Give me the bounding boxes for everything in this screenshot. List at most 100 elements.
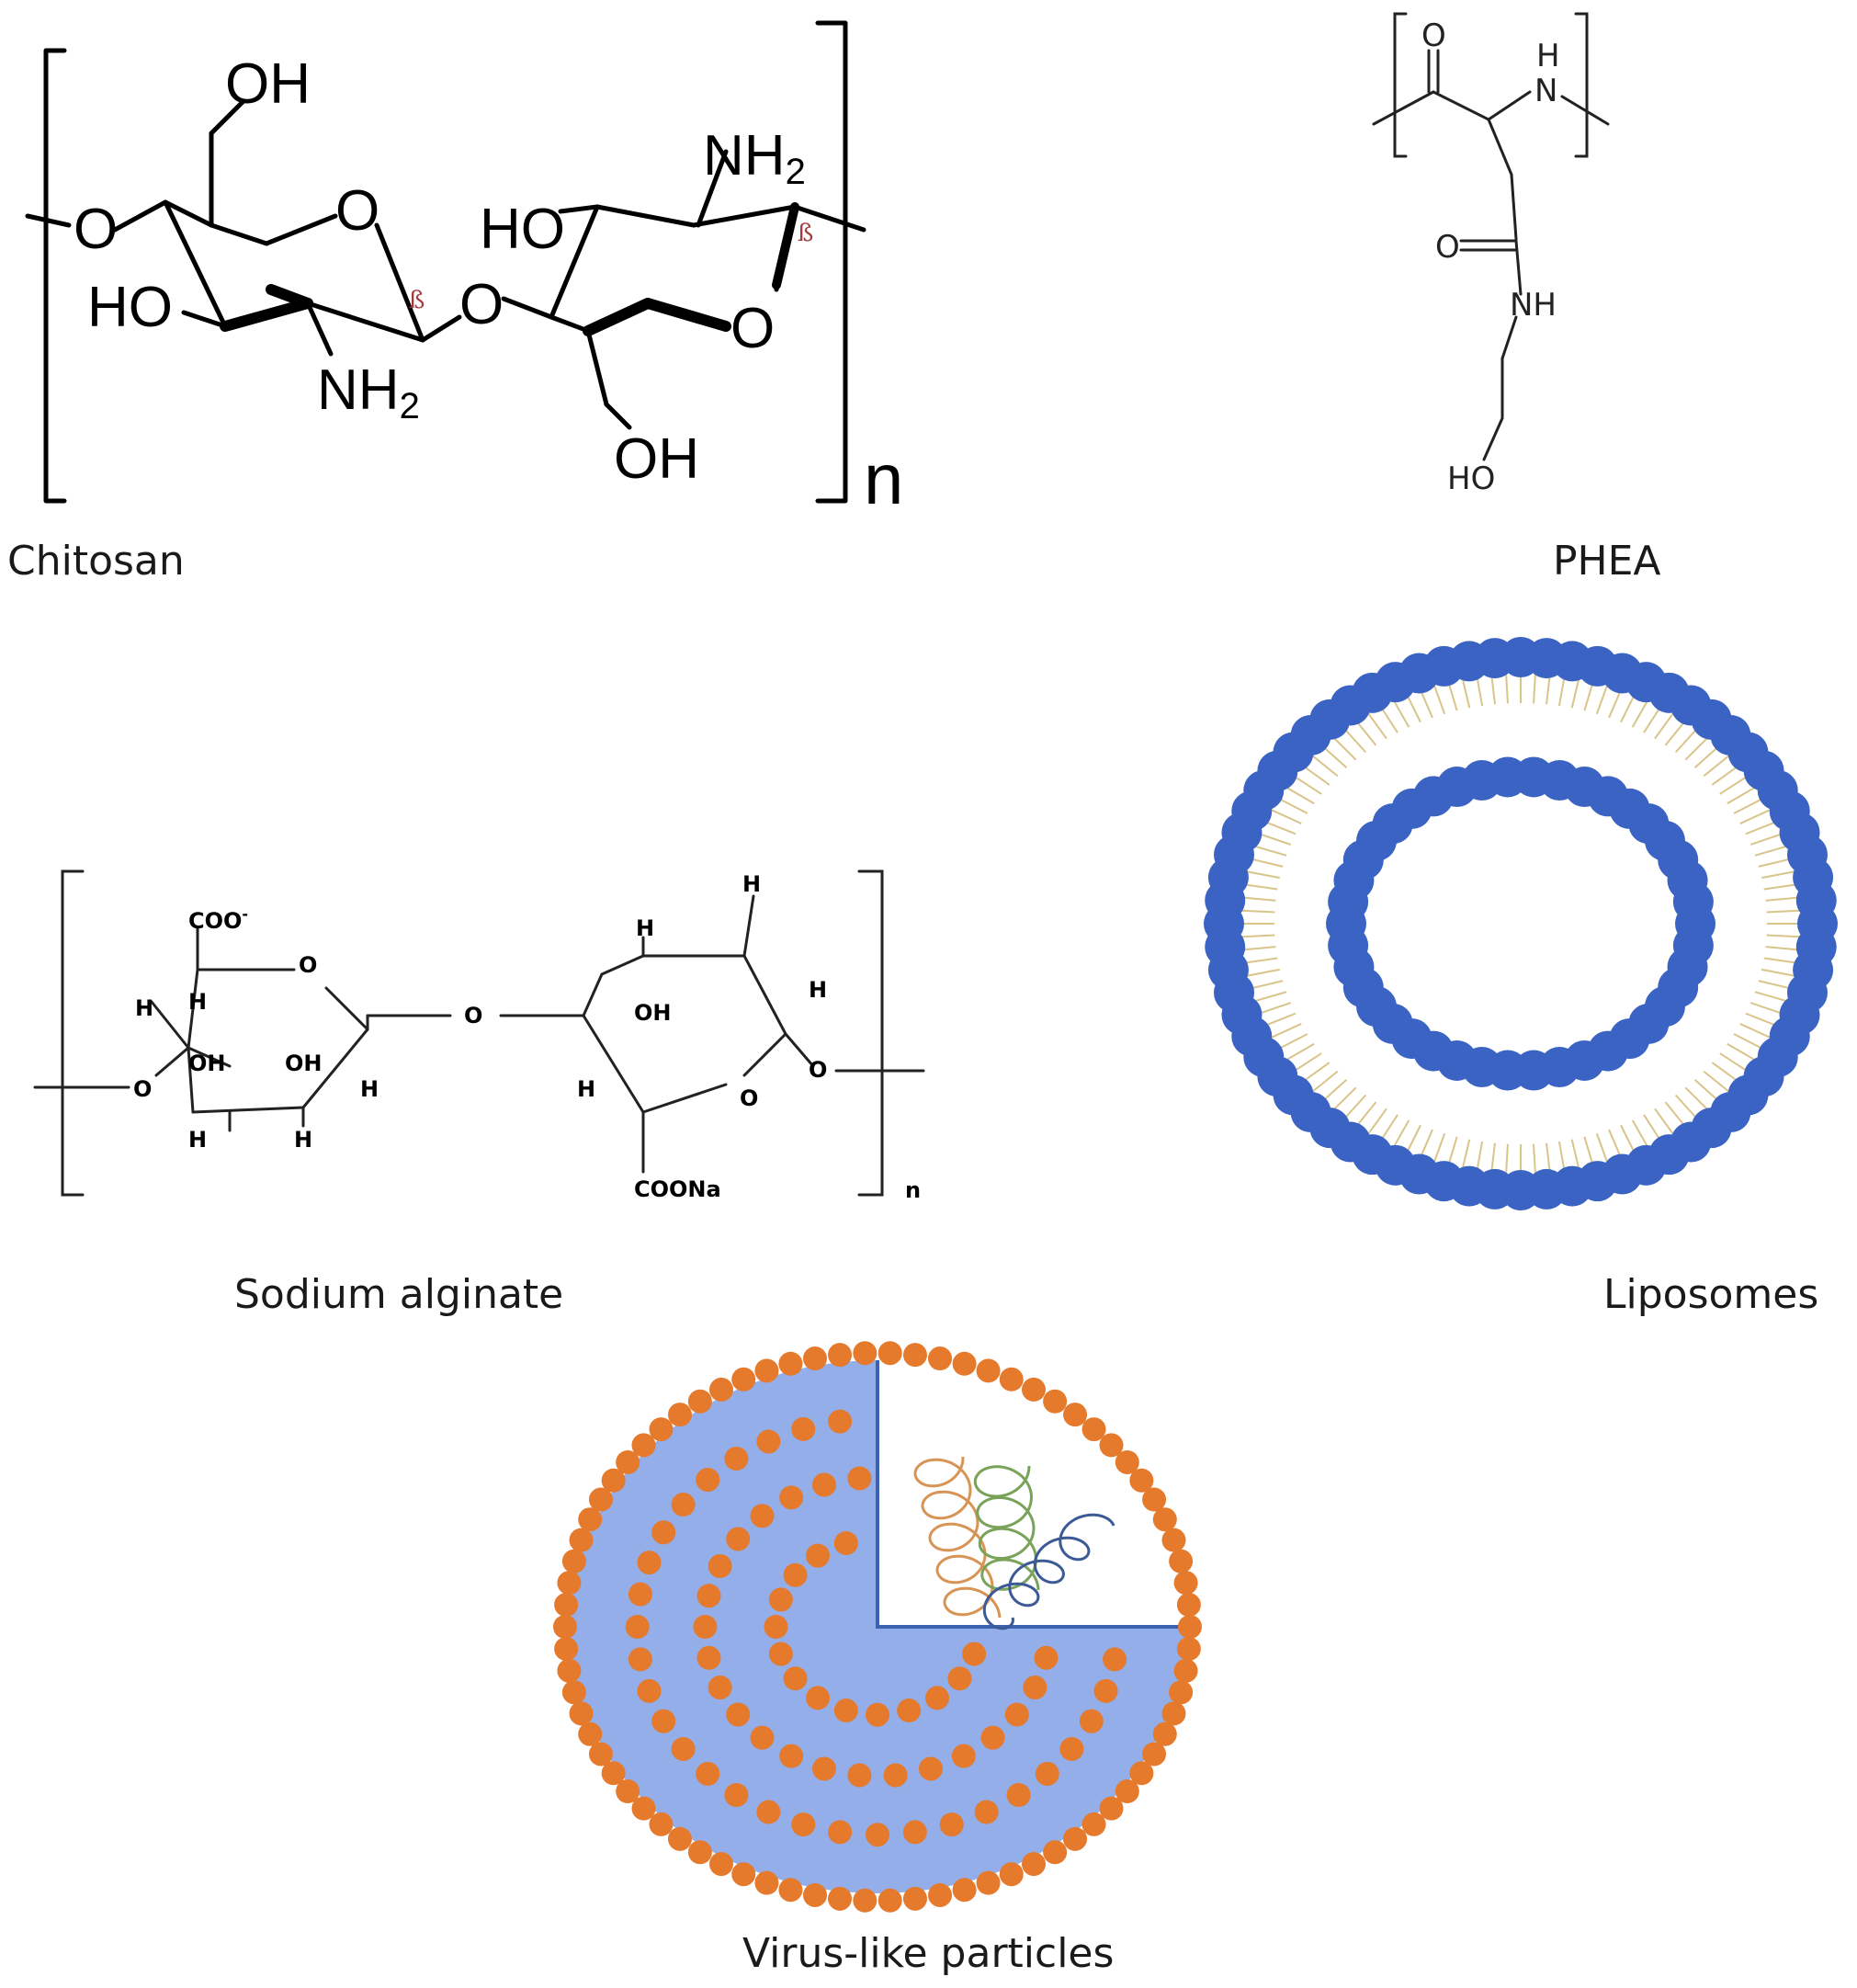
capsid-protein <box>802 1346 827 1371</box>
capsid-protein <box>1043 1389 1068 1414</box>
rna-strand-green <box>973 1465 1040 1591</box>
capsid-protein <box>853 1341 878 1366</box>
capsid-protein <box>649 1812 674 1836</box>
capsid-protein <box>578 1721 603 1746</box>
chitosan-ho-ring2: HO <box>480 198 565 261</box>
capsid-protein <box>878 1888 902 1913</box>
rna-strand-orange <box>913 1456 1002 1619</box>
capsid-protein <box>1142 1742 1167 1766</box>
capsid-protein <box>802 1882 827 1907</box>
capsid-protein <box>806 1686 831 1710</box>
capsid-protein <box>847 1763 872 1788</box>
capsid-protein <box>1152 1507 1177 1532</box>
capsid-protein <box>554 1636 579 1661</box>
capsid-protein <box>693 1615 718 1639</box>
chitosan-structure <box>25 20 866 504</box>
capsid-protein <box>918 1756 943 1781</box>
capsid-protein <box>1176 1593 1201 1618</box>
vlp-caption: Virus-like particles <box>742 1930 1115 1977</box>
capsid-protein <box>696 1468 720 1493</box>
capsid-protein <box>569 1528 594 1552</box>
capsid-protein <box>726 1527 751 1551</box>
capsid-protein <box>902 1820 927 1845</box>
capsid-protein <box>779 1744 804 1768</box>
capsid-protein <box>791 1812 816 1837</box>
capsid-protein <box>1142 1487 1167 1512</box>
capsid-protein <box>902 1343 927 1368</box>
capsid-protein <box>649 1417 674 1442</box>
capsid-protein <box>768 1642 793 1666</box>
capsid-protein <box>756 1800 781 1824</box>
capsid-protein <box>1169 1680 1194 1705</box>
sodium-alginate-structure <box>33 869 925 1197</box>
capsid-protein <box>687 1389 712 1414</box>
phea-n-top: N <box>1534 73 1557 109</box>
capsid-protein <box>616 1779 640 1804</box>
capsid-protein <box>828 1820 853 1845</box>
alginate-coona: COONa <box>634 1176 721 1202</box>
capsid-protein <box>947 1666 972 1691</box>
capsid-protein <box>637 1551 662 1575</box>
capsid-protein <box>883 1763 908 1788</box>
capsid-protein <box>561 1549 586 1573</box>
chitosan-nh2-bottom: NH2 <box>317 358 420 426</box>
capsid-protein <box>709 1377 733 1402</box>
capsid-protein <box>778 1351 803 1376</box>
capsid-protein <box>791 1416 816 1441</box>
capsid-protein <box>1059 1736 1084 1761</box>
chitosan-subscript-n: n <box>864 438 903 519</box>
capsid-protein <box>1176 1636 1201 1661</box>
capsid-protein <box>928 1346 953 1371</box>
phea-nh: NH <box>1510 287 1557 324</box>
capsid-protein <box>671 1493 696 1517</box>
alginate-ring1-o: O <box>299 952 317 978</box>
alginate-h-right: H <box>809 977 827 1003</box>
alginate-h3: H <box>188 1127 207 1153</box>
capsid-protein <box>1161 1528 1186 1552</box>
chitosan-right-bracket <box>815 20 848 504</box>
capsid-protein <box>631 1433 656 1458</box>
capsid-protein <box>616 1449 640 1474</box>
capsid-protein <box>625 1615 650 1639</box>
sodium-alginate-caption: Sodium alginate <box>234 1271 564 1318</box>
alginate-ring2-o: O <box>740 1085 758 1111</box>
capsid-protein <box>750 1725 775 1750</box>
lipid-head <box>1795 880 1837 921</box>
capsid-protein <box>1034 1645 1059 1670</box>
capsid-protein <box>1115 1449 1139 1474</box>
capsid-protein <box>731 1367 756 1392</box>
capsid-protein <box>569 1701 594 1726</box>
alginate-right-o: O <box>809 1057 827 1083</box>
capsid-protein <box>588 1742 613 1766</box>
capsid-protein <box>1161 1701 1186 1726</box>
capsid-protein <box>897 1698 922 1723</box>
phea-left-bracket <box>1393 12 1408 158</box>
alginate-right-bracket <box>857 869 884 1197</box>
capsid-protein <box>651 1709 676 1733</box>
capsid-protein <box>553 1615 577 1639</box>
capsid-protein <box>1099 1796 1124 1821</box>
capsid-protein <box>561 1680 586 1705</box>
capsid-protein <box>1115 1779 1139 1804</box>
capsid-protein <box>828 1343 853 1368</box>
alginate-left-o: O <box>133 1076 152 1102</box>
alginate-h-ring2b: H <box>577 1076 595 1102</box>
capsid-protein <box>1129 1761 1154 1786</box>
capsid-protein <box>1169 1549 1194 1573</box>
capsid-protein <box>756 1429 781 1454</box>
capsid-protein <box>651 1520 676 1545</box>
capsid-protein <box>731 1862 756 1887</box>
capsid-protein <box>878 1341 902 1366</box>
chitosan-labels: OH O O HO NH2 ß O HO NH2 ß O OH n <box>74 52 903 519</box>
chitosan-beta-2: ß <box>798 220 813 247</box>
capsid-protein <box>1035 1761 1059 1786</box>
capsid-protein <box>1173 1571 1198 1596</box>
alginate-h1: H <box>135 995 153 1021</box>
alginate-labels: COO- O H H O OH OH H H H O H H OH H H O … <box>133 871 921 1203</box>
vlp-capsid-proteins <box>553 1341 1202 1913</box>
capsid-protein <box>952 1878 977 1903</box>
capsid-protein <box>951 1744 976 1768</box>
capsid-protein <box>999 1367 1024 1392</box>
capsid-protein <box>1079 1709 1104 1733</box>
